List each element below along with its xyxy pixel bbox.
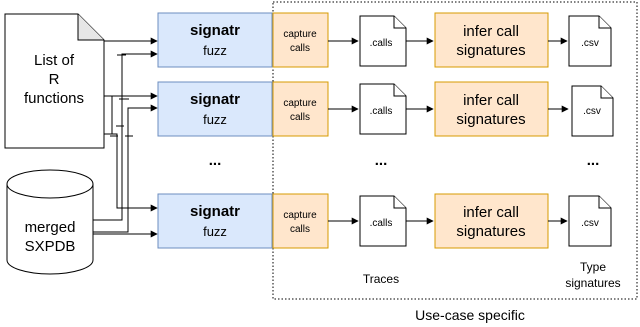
capture-label-2: calls [290,224,310,235]
infer-signatures-box [434,193,549,249]
infer-label-2: signatures [456,223,525,240]
infer-label-1: infer call [463,92,519,109]
pipeline-row-2: signatr fuzz capture calls .calls infer … [157,81,614,137]
calls-file-label: .calls [370,106,393,117]
infer-signatures-box [434,12,549,68]
signatr-box [157,12,273,68]
infer-label-1: infer call [463,204,519,221]
capture-label-2: calls [290,112,310,123]
signatr-label: signatr [190,203,240,220]
database-cylinder: merged SXPDB [6,169,94,275]
signatr-box [157,81,273,137]
capture-label-1: capture [283,98,317,109]
use-case-region [272,1,638,300]
database-line-2: SXPDB [25,238,76,255]
functions-doc-line-3: functions [24,90,84,107]
functions-document: List of R functions [4,13,105,149]
functions-doc-line-2: R [49,71,60,88]
capture-label-2: calls [290,43,310,54]
csv-file-label: .csv [581,218,599,229]
capture-calls-box [272,81,329,137]
fuzz-label: fuzz [203,224,227,239]
signatr-label: signatr [190,22,240,39]
fuzz-label: fuzz [203,112,227,127]
fuzz-label: fuzz [203,43,227,58]
ellipsis-signatr: ... [209,152,222,169]
pipeline-row-3: signatr fuzz capture calls .calls infer … [157,193,612,249]
ellipsis-outputs: ... [587,152,600,169]
infer-label-2: signatures [456,111,525,128]
pipeline-row-1: signatr fuzz capture calls .calls infer … [157,12,612,68]
csv-file-label: .csv [583,106,601,117]
infer-label-1: infer call [463,23,519,40]
capture-calls-box [272,193,329,249]
source-connectors [93,37,158,238]
capture-label-1: capture [283,210,317,221]
calls-file-label: .calls [370,218,393,229]
type-signatures-label-2: signatures [565,276,620,290]
infer-label-2: signatures [456,42,525,59]
type-signatures-label-1: Type [580,260,606,274]
traces-label: Traces [363,272,399,286]
use-case-label: Use-case specific [415,307,525,323]
signatr-box [157,193,273,249]
signatr-label: signatr [190,91,240,108]
database-line-1: merged [25,219,76,236]
infer-signatures-box [434,81,549,137]
capture-label-1: capture [283,29,317,40]
functions-doc-line-1: List of [34,52,75,69]
capture-calls-box [272,12,329,68]
csv-file-label: .csv [581,38,599,49]
calls-file-label: .calls [370,38,393,49]
ellipsis-traces: ... [375,152,388,169]
